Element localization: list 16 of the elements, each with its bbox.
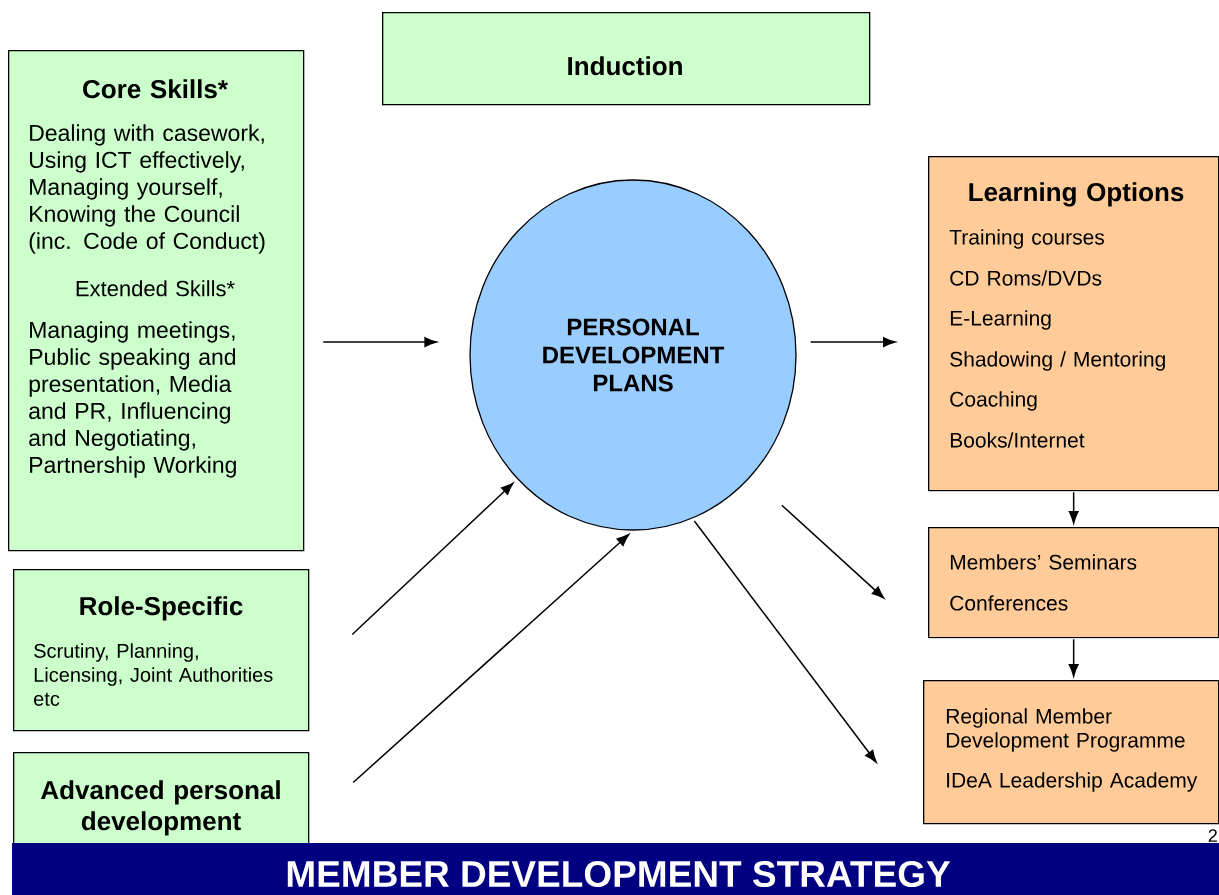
arrow <box>322 337 437 347</box>
role-box: Role-Specific Scrutiny, Planning, Licensing, Joint Authorities etc <box>13 569 310 732</box>
arrow <box>1068 638 1079 677</box>
title-banner: MEMBER DEVELOPMENT STRATEGY <box>12 843 1219 895</box>
arrow <box>809 337 896 347</box>
options-box: Learning Options Training courses CD Roms/DVDs E-Learning Shadowing / Mentoring Coaching Books/Internet <box>928 156 1219 492</box>
arrow <box>352 534 630 784</box>
skills-box: Core Skills* Dealing with casework, Using ICT effectively, Managing yourself, Knowing the Council (inc. Code of Conduct) Extended Skills* Managing meetings, Public speaking and presentation, Media and PR, Influencing and Negotiating, Partnership Working <box>8 50 305 552</box>
programme-box: Regional Member Development Programme IDeA Leadership Academy <box>923 680 1219 825</box>
advanced-box: Advanced personal development <box>13 752 310 845</box>
arrow <box>693 520 877 763</box>
arrow <box>781 504 885 599</box>
arrow <box>351 482 514 636</box>
arrow <box>1068 491 1079 524</box>
induction-box: Induction <box>382 12 871 106</box>
events-box: Members’ Seminars Conferences <box>928 527 1219 639</box>
